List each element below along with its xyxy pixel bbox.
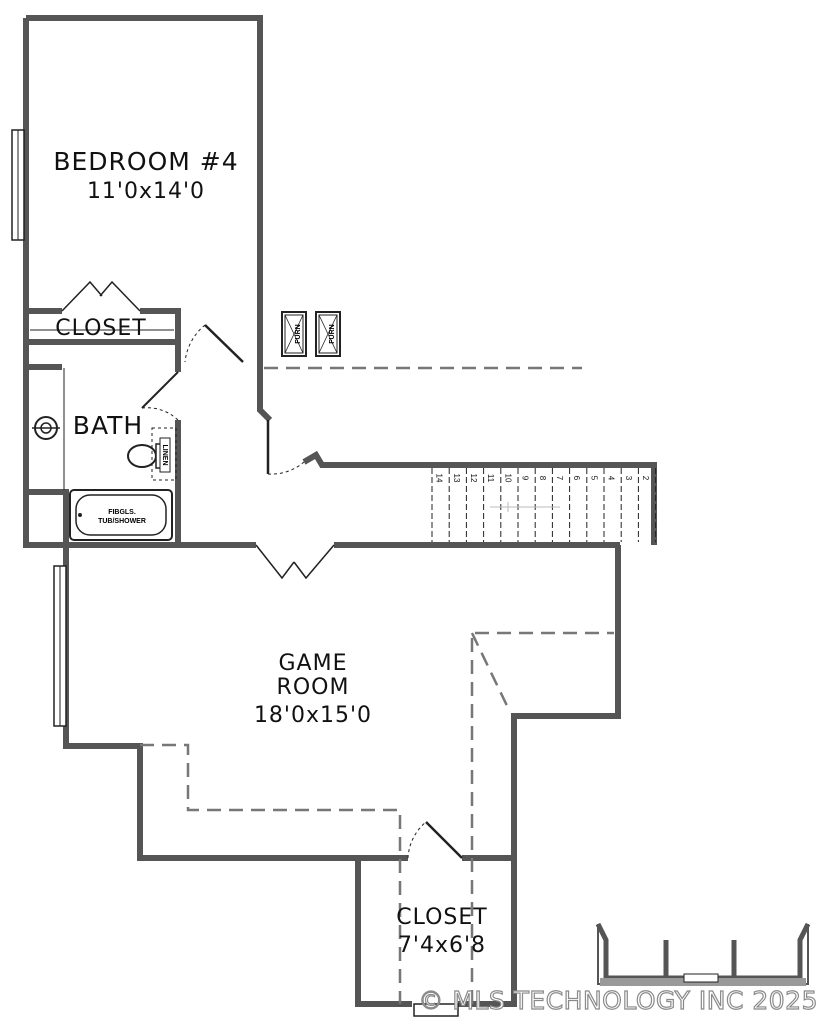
game-room-name-line1: GAME bbox=[279, 651, 348, 676]
stair-step-number: 6 bbox=[572, 476, 581, 481]
walls bbox=[23, 15, 657, 1007]
stair-step-number: 10 bbox=[503, 474, 512, 483]
watermark: © MLS TECHNOLOGY INC 2025 bbox=[418, 986, 818, 1015]
stair-step-number: 13 bbox=[452, 474, 461, 483]
furnace-label-1: FURN bbox=[295, 324, 302, 343]
stair-step-number: 14 bbox=[435, 474, 444, 483]
bedroom-name: BEDROOM #4 bbox=[53, 147, 238, 176]
stair-step-number: 5 bbox=[589, 476, 598, 481]
hall-door bbox=[266, 420, 305, 475]
stair-step-number: 8 bbox=[538, 476, 547, 481]
closet-vent bbox=[413, 1003, 459, 1017]
furnace-units: FURN FURN bbox=[281, 311, 341, 357]
lower-closet-name: CLOSET bbox=[396, 905, 487, 930]
furnace-label-2: FURN bbox=[329, 324, 336, 343]
bedroom-door bbox=[184, 324, 244, 363]
stair-step-number: 4 bbox=[607, 476, 616, 481]
toilet-icon bbox=[127, 443, 165, 469]
game-room-size: 18'0x15'0 bbox=[254, 703, 372, 728]
game-room-name-line2: ROOM bbox=[277, 675, 350, 700]
linen-label: LINEN bbox=[161, 445, 168, 466]
game-room-window bbox=[53, 565, 67, 727]
stair-step-number: 2 bbox=[641, 476, 650, 481]
game-room-double-door bbox=[255, 544, 335, 580]
upper-closet-name: CLOSET bbox=[55, 316, 146, 341]
bath-name: BATH bbox=[73, 411, 143, 440]
closet-bifold-door bbox=[30, 280, 174, 331]
stair-step-number: 3 bbox=[624, 476, 633, 481]
tub-label-line1: FIBGLS. bbox=[108, 509, 136, 516]
stair-step-number: 7 bbox=[555, 476, 564, 481]
stair-step-number: 9 bbox=[521, 476, 530, 481]
room-labels: BEDROOM #4 11'0x14'0 CLOSET BATH GAME RO… bbox=[53, 147, 487, 958]
bath-door bbox=[141, 371, 179, 421]
stair-step-number: 12 bbox=[469, 474, 478, 483]
bath-fixtures: LINEN FIBGLS. TUB/SHOWER bbox=[32, 368, 177, 541]
lower-closet-door bbox=[407, 821, 463, 859]
bedroom-window bbox=[11, 129, 25, 241]
bedroom-size: 11'0x14'0 bbox=[87, 179, 205, 204]
lower-closet-size: 7'4x6'8 bbox=[398, 933, 486, 958]
sink-icon bbox=[32, 416, 60, 440]
dashed-lines bbox=[140, 366, 614, 1004]
stair-step-number: 11 bbox=[486, 474, 495, 483]
tub-icon: FIBGLS. TUB/SHOWER bbox=[69, 489, 173, 541]
tub-label-line2: TUB/SHOWER bbox=[98, 518, 146, 525]
linen-cabinet: LINEN bbox=[151, 427, 177, 481]
porch-detail bbox=[595, 922, 811, 986]
staircase: 14 13 12 11 10 9 8 7 6 5 4 3 2 bbox=[431, 468, 657, 542]
